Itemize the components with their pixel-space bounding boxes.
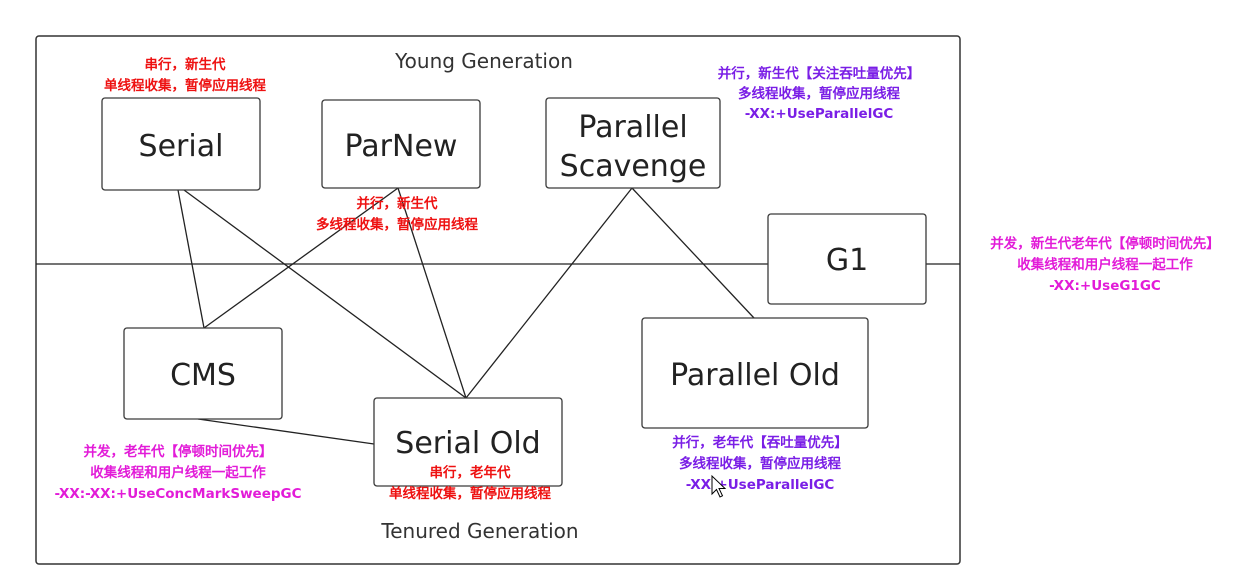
serial-old-label: Serial Old [395, 426, 540, 461]
edge-parallel-scavenge-parallel-old [631, 187, 755, 319]
edge-serial-serial-old [183, 189, 467, 399]
serial-box [101, 97, 261, 191]
collector-g1: G1 [767, 213, 927, 305]
parnew-label: ParNew [345, 129, 458, 164]
edge-parnew-cms [203, 187, 399, 329]
cms-note-line1: 并发，老年代【停顿时间优先】 [84, 443, 273, 460]
parallel-scavenge-note-line3: -XX:+UseParallelGC [745, 106, 894, 122]
cms-label: CMS [170, 358, 236, 393]
edge-serial-cms [177, 189, 205, 329]
cms-note: 并发，老年代【停顿时间优先】 收集线程和用户线程一起工作 -XX:-XX:+Us… [54, 443, 301, 502]
parallel-scavenge-note-line1: 并行，新生代【关注吞吐量优先】 [718, 65, 921, 82]
parallel-scavenge-note-line2: 多线程收集，暂停应用线程 [738, 85, 900, 102]
g1-box [767, 213, 927, 305]
parnew-note-line1: 并行，新生代 [357, 195, 438, 212]
serial-old-box [373, 397, 563, 487]
cms-box [123, 327, 283, 420]
parallel-scavenge-note: 并行，新生代【关注吞吐量优先】 多线程收集，暂停应用线程 -XX:+UsePar… [718, 65, 921, 122]
parallel-old-box [641, 317, 869, 429]
collector-serial: Serial [101, 97, 261, 191]
parallel-old-note-line1: 并行，老年代【吞吐量优先】 [672, 434, 848, 451]
serial-label: Serial [139, 129, 224, 164]
cms-note-line3: -XX:-XX:+UseConcMarkSweepGC [54, 486, 301, 502]
edge-parallel-scavenge-serial-old [465, 187, 633, 399]
edge-parnew-serial-old [397, 187, 467, 399]
collector-parallel-old: Parallel Old [641, 317, 869, 429]
mouse-cursor-icon [711, 474, 727, 498]
g1-label: G1 [826, 243, 868, 278]
parnew-note-line2: 多线程收集，暂停应用线程 [316, 216, 478, 233]
g1-note-line1: 并发，新生代老年代【停顿时间优先】 [990, 235, 1220, 252]
parallel-old-note: 并行，老年代【吞吐量优先】 多线程收集，暂停应用线程 -XX:+UseParal… [672, 434, 848, 493]
g1-note-line2: 收集线程和用户线程一起工作 [1017, 256, 1193, 273]
parallel-scavenge-label-line1: Parallel [578, 110, 687, 145]
serial-note: 串行，新生代 单线程收集，暂停应用线程 [104, 56, 266, 94]
parallel-old-note-line3: -XX:+UseParallelGC [686, 477, 835, 493]
cms-note-line2: 收集线程和用户线程一起工作 [90, 464, 266, 481]
serial-old-note-line2: 单线程收集，暂停应用线程 [389, 485, 551, 502]
serial-note-line1: 串行，新生代 [145, 56, 226, 73]
connectors [177, 187, 755, 445]
parallel-scavenge-box [545, 97, 721, 189]
g1-note-line3: -XX:+UseG1GC [1049, 278, 1161, 294]
collector-parallel-scavenge: Parallel Scavenge [545, 97, 721, 189]
collector-cms: CMS [123, 327, 283, 420]
parnew-box [321, 99, 481, 189]
young-generation-label: Young Generation [394, 49, 573, 73]
collector-serial-old: Serial Old [373, 397, 563, 487]
g1-note: 并发，新生代老年代【停顿时间优先】 收集线程和用户线程一起工作 -XX:+Use… [990, 235, 1220, 294]
edge-cms-serial-old [197, 418, 375, 445]
parallel-old-label: Parallel Old [670, 358, 840, 393]
serial-old-note: 串行，老年代 单线程收集，暂停应用线程 [389, 464, 551, 502]
parnew-note: 并行，新生代 多线程收集，暂停应用线程 [316, 195, 478, 233]
tenured-generation-label: Tenured Generation [380, 519, 578, 543]
parallel-scavenge-label-line2: Scavenge [560, 149, 707, 184]
parallel-old-note-line2: 多线程收集，暂停应用线程 [679, 455, 841, 472]
heap-frame [35, 35, 961, 565]
serial-old-note-line1: 串行，老年代 [430, 464, 511, 481]
collector-parnew: ParNew [321, 99, 481, 189]
serial-note-line2: 单线程收集，暂停应用线程 [104, 77, 266, 94]
